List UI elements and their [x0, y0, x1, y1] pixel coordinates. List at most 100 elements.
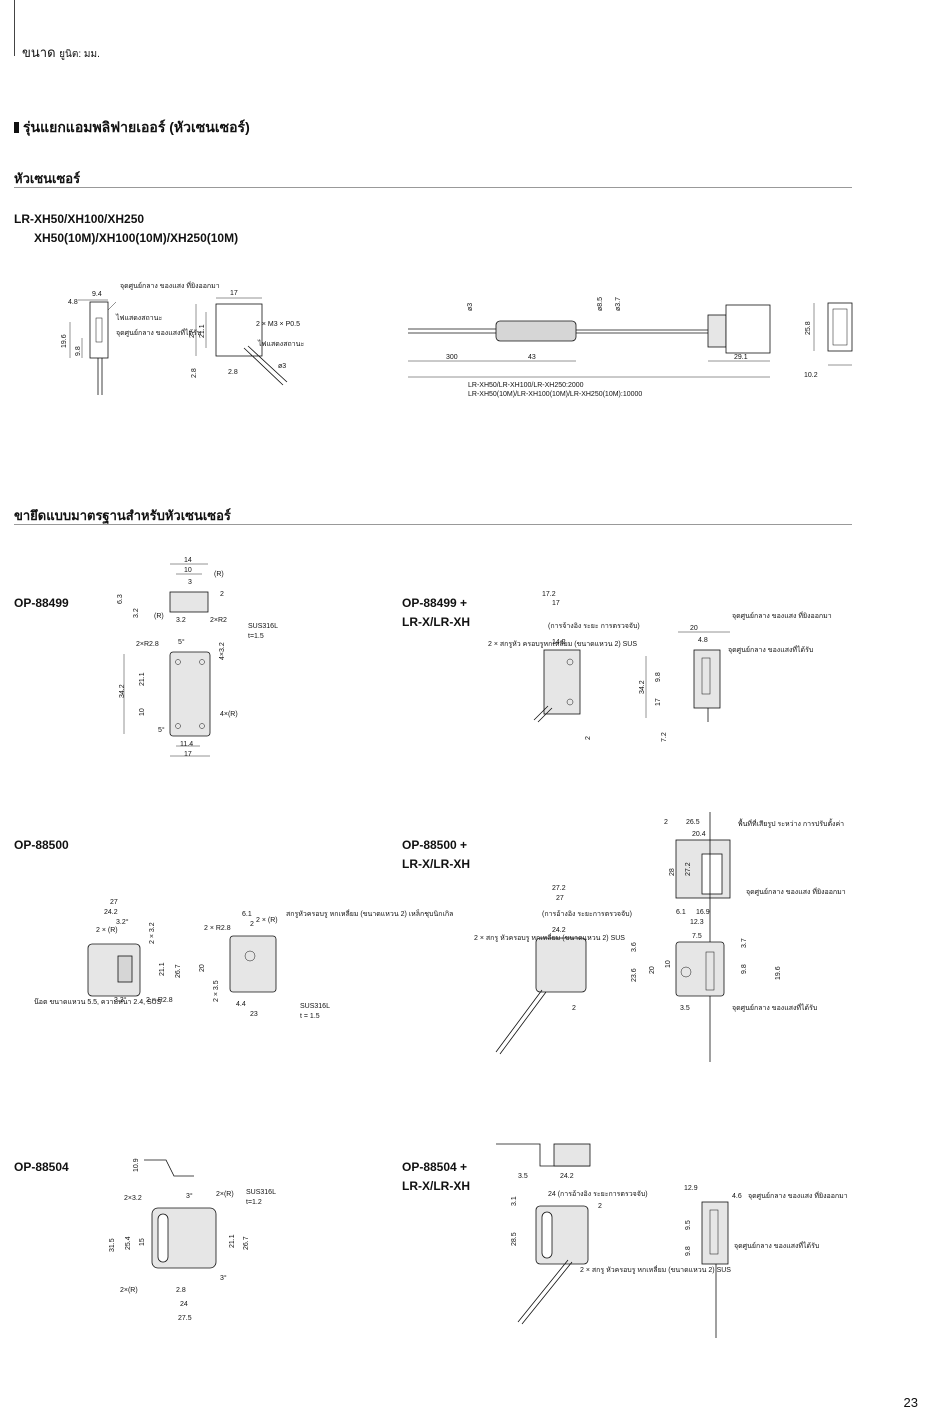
op-88499-label: OP-88499 — [14, 596, 69, 610]
svg-text:(การจ้างอิง ระยะ การตรวจจับ): (การจ้างอิง ระยะ การตรวจจับ) — [548, 622, 640, 630]
svg-text:26.7: 26.7 — [175, 964, 182, 978]
svg-text:3.2: 3.2 — [133, 608, 140, 618]
svg-text:จุดศูนย์กลาง ของแสง ที่ยิงออกม: จุดศูนย์กลาง ของแสง ที่ยิงออกมา — [746, 887, 846, 896]
svg-text:5°: 5° — [178, 638, 185, 646]
svg-text:27: 27 — [556, 895, 564, 902]
svg-text:26.5: 26.5 — [686, 819, 700, 826]
op-88504-drawing: 10.9 2×3.2 3° 2×(R) SUS316L t=1.2 31.5 2… — [109, 1158, 276, 1322]
svg-text:3°: 3° — [186, 1192, 193, 1200]
svg-text:20.4: 20.4 — [692, 831, 706, 838]
op-88504-combo-label-2: LR-X/LR-XH — [402, 1179, 470, 1193]
svg-text:28.5: 28.5 — [511, 1232, 518, 1246]
dim-10-2: 10.2 — [804, 372, 818, 379]
svg-text:SUS316L: SUS316L — [300, 1003, 330, 1010]
svg-text:t = 1.5: t = 1.5 — [300, 1013, 320, 1020]
svg-text:2×3.2: 2×3.2 — [124, 1195, 142, 1202]
svg-text:2×(R): 2×(R) — [216, 1191, 234, 1198]
svg-text:2 × 3.5: 2 × 3.5 — [213, 980, 220, 1002]
svg-text:9.5: 9.5 — [685, 1220, 692, 1230]
svg-text:สกรูหัวครอบรู หกเหลี่ยม (ขนาดแ: สกรูหัวครอบรู หกเหลี่ยม (ขนาดแหวน 2) เหล… — [286, 909, 453, 918]
svg-text:34.2: 34.2 — [639, 680, 646, 694]
svg-text:2×(R): 2×(R) — [120, 1287, 138, 1294]
dim-2-8-a: 2.8 — [191, 368, 198, 378]
svg-text:24 (การอ้างอิง ระยะการตรวจจับ): 24 (การอ้างอิง ระยะการตรวจจับ) — [548, 1190, 648, 1198]
svg-text:10: 10 — [184, 567, 192, 574]
svg-text:2 × (R): 2 × (R) — [96, 927, 118, 934]
dim-17: 17 — [230, 290, 238, 297]
svg-text:(R): (R) — [214, 571, 224, 578]
svg-text:t=1.5: t=1.5 — [248, 633, 264, 640]
svg-text:2 × สกรูหัว ครอบรูหกเหลี่ยม (ข: 2 × สกรูหัว ครอบรูหกเหลี่ยม (ขนาดแหวน 2)… — [488, 639, 637, 648]
svg-text:24.2: 24.2 — [104, 909, 118, 916]
svg-text:21.1: 21.1 — [139, 672, 146, 686]
header-divider — [14, 0, 15, 56]
svg-text:2: 2 — [572, 1005, 576, 1012]
op-88500-drawing: 27 24.2 3.2° 2 × (R) 2 × 3.2 21.1 26.7 3… — [34, 899, 453, 1020]
dim-phi3-side: ø3 — [278, 363, 286, 370]
sensor-head-model-2: XH50(10M)/XH100(10M)/XH250(10M) — [34, 231, 239, 245]
svg-text:2 × สกรู หัวครอบรู หกเหลี่ยม (: 2 × สกรู หัวครอบรู หกเหลี่ยม (ขนาดแหวน 2… — [474, 933, 625, 942]
svg-text:12.3: 12.3 — [690, 919, 704, 926]
svg-text:(R): (R) — [154, 613, 164, 620]
svg-text:3.7: 3.7 — [741, 938, 748, 948]
svg-text:26.7: 26.7 — [243, 1236, 250, 1250]
svg-text:2 × R2.8: 2 × R2.8 — [204, 925, 231, 932]
op-88499-combo-label-2: LR-X/LR-XH — [402, 615, 470, 629]
svg-text:17: 17 — [552, 600, 560, 607]
status-light-label: ไฟแสดงสถานะ — [115, 313, 162, 322]
svg-text:20: 20 — [690, 625, 698, 632]
sensor-front-view: 4.8 9.4 19.6 9.8 จุดศูนย์กลาง ของแสง ที่… — [61, 281, 220, 395]
dim-29-1: 29.1 — [734, 354, 748, 361]
svg-text:2 × 3.2: 2 × 3.2 — [149, 922, 156, 944]
svg-text:4.8: 4.8 — [698, 637, 708, 644]
svg-text:23.6: 23.6 — [631, 968, 638, 982]
op-88500-combo-label-1: OP-88500 + — [402, 838, 468, 852]
svg-text:จุดศูนย์กลาง ของแสงที่ได้รับ: จุดศูนย์กลาง ของแสงที่ได้รับ — [732, 1003, 817, 1012]
svg-text:SUS316L: SUS316L — [246, 1189, 276, 1196]
dim-43: 43 — [528, 354, 536, 361]
svg-text:2×R2.8: 2×R2.8 — [136, 641, 159, 648]
svg-text:6.1: 6.1 — [676, 909, 686, 916]
svg-text:27.2: 27.2 — [552, 885, 566, 892]
header-unit: ยูนิต: มม. — [59, 49, 100, 60]
svg-text:6.1: 6.1 — [242, 911, 252, 918]
svg-text:2×R2: 2×R2 — [210, 617, 227, 624]
svg-text:2 × สกรู หัวครอบรู หกเหลี่ยม (: 2 × สกรู หัวครอบรู หกเหลี่ยม (ขนาดแหวน 2… — [580, 1265, 731, 1274]
status-light-side: ไฟแสดงสถานะ — [257, 339, 304, 348]
svg-text:3.2°: 3.2° — [116, 918, 129, 926]
svg-text:23: 23 — [250, 1011, 258, 1018]
center-recv-label: จุดศูนย์กลาง ของแสงที่ได้รับ — [116, 328, 201, 337]
svg-text:27.2: 27.2 — [685, 862, 692, 876]
svg-text:10.9: 10.9 — [133, 1158, 140, 1172]
dim-19-6: 19.6 — [61, 334, 68, 348]
cable-length-a: LR-XH50/LR-XH100/LR-XH250:2000 — [468, 382, 584, 389]
dim-phi3-7: ø3.7 — [615, 297, 622, 311]
svg-text:3.2: 3.2 — [176, 617, 186, 624]
svg-text:15: 15 — [139, 1238, 146, 1246]
dim-2-8-b: 2.8 — [228, 369, 238, 376]
svg-text:10: 10 — [139, 708, 146, 716]
op-88499-drawing: 14 10 3 (R) 6.3 3.2 3.2 (R) 2 2×R2 2×R2.… — [117, 557, 278, 758]
dim-300: 300 — [446, 354, 458, 361]
sensor-cable-view: ø3 ø8.5 ø3.7 300 43 29.1 LR-XH50/LR-XH10… — [408, 297, 771, 398]
dim-9-4: 9.4 — [92, 291, 102, 298]
op-88499-combo-drawing: 17.2 17 (การจ้างอิง ระยะ การตรวจจับ) 14.… — [488, 591, 832, 742]
svg-text:2: 2 — [220, 591, 224, 598]
svg-text:น๊อต ขนาดแหวน 5.5, ความหนา 2.4: น๊อต ขนาดแหวน 5.5, ความหนา 2.4, SUS — [34, 998, 162, 1006]
dim-4-8: 4.8 — [68, 299, 78, 306]
svg-text:17: 17 — [655, 698, 662, 706]
svg-text:3.5: 3.5 — [518, 1173, 528, 1180]
connector-view: 25.8 10.2 — [804, 302, 853, 379]
svg-text:9.8: 9.8 — [685, 1246, 692, 1256]
op-88504-combo-drawing: 3.5 24.2 24 (การอ้างอิง ระยะการตรวจจับ) … — [496, 1143, 848, 1338]
sensor-side-view: 17 27 21.1 2.8 2.8 2 × M3 × P0.5 ไฟแสดงส… — [189, 290, 304, 386]
svg-text:14.2: 14.2 — [552, 639, 566, 646]
op-88504-label: OP-88504 — [14, 1160, 69, 1174]
op-88504-combo-label-1: OP-88504 + — [402, 1160, 468, 1174]
svg-text:4×3.2: 4×3.2 — [219, 642, 226, 660]
svg-text:27: 27 — [110, 899, 118, 906]
svg-text:2: 2 — [598, 1203, 602, 1210]
center-emit-label: จุดศูนย์กลาง ของแสง ที่ยิงออกมา — [120, 281, 220, 290]
svg-text:24.2: 24.2 — [560, 1173, 574, 1180]
svg-text:4.6: 4.6 — [732, 1193, 742, 1200]
